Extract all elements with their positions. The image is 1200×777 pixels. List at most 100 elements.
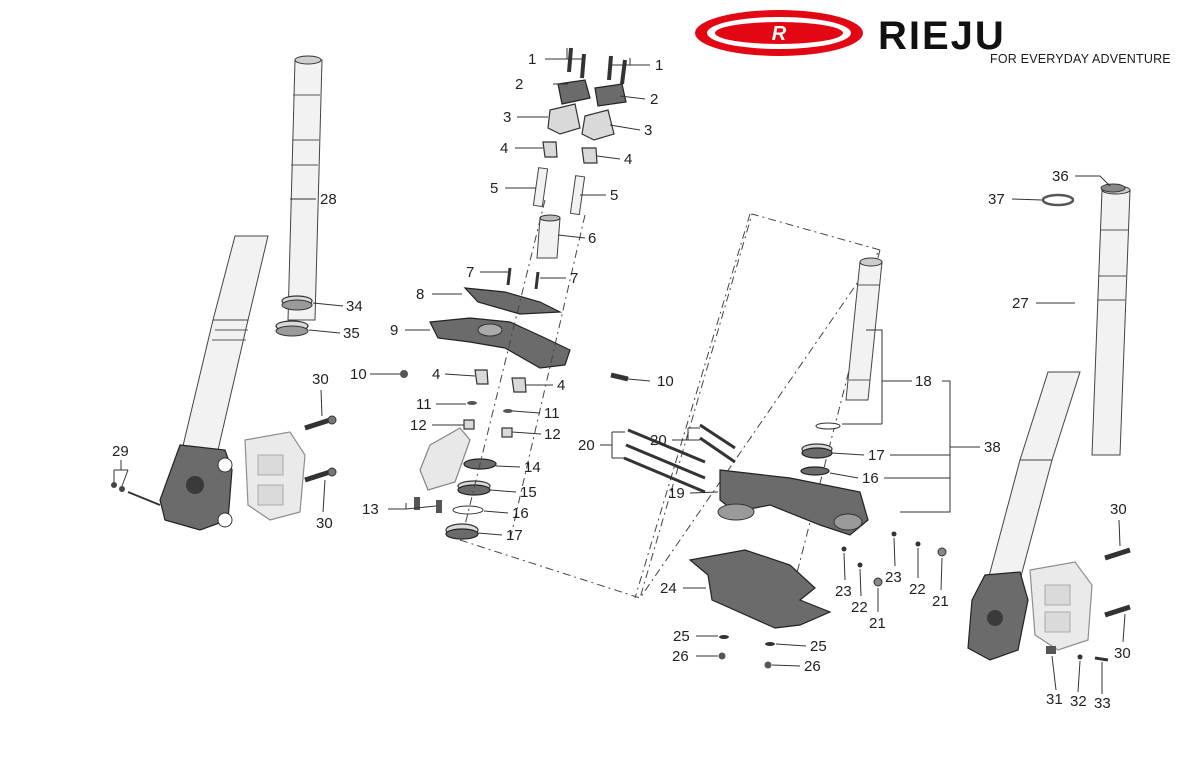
callout-13: 13 bbox=[362, 501, 379, 518]
callout-11: 11 bbox=[416, 396, 432, 413]
washers-23 bbox=[841, 531, 897, 552]
bleeder-31-32-33 bbox=[1046, 646, 1109, 662]
callout-30: 30 bbox=[312, 371, 329, 388]
o-ring-37 bbox=[1041, 193, 1075, 207]
seal-16-center bbox=[452, 505, 484, 515]
caliper-bolt-upper-left bbox=[304, 415, 337, 431]
upper-plate-8 bbox=[463, 287, 563, 315]
brand-tagline: FOR EVERYDAY ADVENTURE bbox=[990, 52, 1171, 66]
screws-7 bbox=[506, 267, 540, 290]
callout-3: 3 bbox=[503, 109, 511, 126]
callout-9: 9 bbox=[390, 322, 398, 339]
fork-seal-35 bbox=[275, 320, 309, 337]
right-brake-caliper bbox=[1029, 561, 1093, 651]
pins-5 bbox=[532, 167, 586, 216]
bushings-4-top bbox=[542, 141, 598, 164]
bearing-15 bbox=[457, 480, 491, 496]
lower-bracket-24 bbox=[688, 549, 832, 629]
handlebar-clamps-2 bbox=[557, 79, 627, 107]
bushings-4-lower bbox=[474, 369, 527, 393]
callout-7: 7 bbox=[570, 270, 578, 287]
leader-lines bbox=[113, 48, 1126, 694]
callout-4: 4 bbox=[500, 140, 508, 157]
callout-22: 22 bbox=[909, 581, 926, 598]
callout-21: 21 bbox=[869, 615, 886, 632]
callout-30: 30 bbox=[1114, 645, 1131, 662]
callout-8: 8 bbox=[416, 286, 424, 303]
stem-sleeve-6 bbox=[536, 214, 561, 259]
callout-4: 4 bbox=[557, 377, 565, 394]
callout-5: 5 bbox=[610, 187, 618, 204]
fork-cap-36 bbox=[1100, 183, 1126, 193]
washers-22 bbox=[857, 541, 921, 568]
callout-35: 35 bbox=[343, 325, 360, 342]
callout-4: 4 bbox=[432, 366, 440, 383]
callout-21: 21 bbox=[932, 593, 949, 610]
callout-22: 22 bbox=[851, 599, 868, 616]
steering-stem-18 bbox=[815, 257, 883, 430]
callout-12: 12 bbox=[544, 426, 561, 443]
callout-28: 28 bbox=[320, 191, 337, 208]
callout-labels: 1 1 2 2 3 3 4 4 5 5 6 7 7 8 9 10 10 4 4 … bbox=[112, 51, 1131, 712]
lower-triple-clamp-19 bbox=[717, 469, 869, 536]
bolts-26 bbox=[718, 652, 772, 669]
spacers-12 bbox=[463, 419, 513, 438]
callout-26: 26 bbox=[804, 658, 821, 675]
callout-20: 20 bbox=[650, 432, 667, 449]
axle-pinch-bolt-29 bbox=[111, 482, 161, 506]
assembly-guides bbox=[459, 199, 881, 601]
logo-letter: R bbox=[772, 23, 787, 45]
callout-27: 27 bbox=[1012, 295, 1029, 312]
callout-4: 4 bbox=[624, 151, 632, 168]
callout-34: 34 bbox=[346, 298, 363, 315]
callout-15: 15 bbox=[520, 484, 537, 501]
callout-24: 24 bbox=[660, 580, 677, 597]
callout-1: 1 bbox=[655, 57, 663, 74]
callout-18: 18 bbox=[915, 373, 932, 390]
callout-25: 25 bbox=[810, 638, 827, 655]
bearing-17-center bbox=[445, 523, 479, 540]
left-brake-caliper bbox=[244, 431, 306, 521]
callout-31: 31 bbox=[1046, 691, 1063, 708]
brand-name: RIEJU bbox=[878, 14, 1006, 58]
callout-26: 26 bbox=[672, 648, 689, 665]
callout-12: 12 bbox=[410, 417, 427, 434]
callout-36: 36 bbox=[1052, 168, 1069, 185]
callout-30: 30 bbox=[316, 515, 333, 532]
bearing-17-right bbox=[801, 443, 833, 459]
bolts-13 bbox=[414, 497, 442, 513]
callout-16: 16 bbox=[862, 470, 879, 487]
callout-32: 32 bbox=[1070, 693, 1087, 710]
bolts-20 bbox=[623, 423, 736, 494]
bolts-10 bbox=[400, 370, 629, 382]
fork-seal-34 bbox=[281, 295, 313, 311]
handlebar-risers-3 bbox=[547, 103, 615, 141]
callout-7: 7 bbox=[466, 264, 474, 281]
callout-3: 3 bbox=[644, 122, 652, 139]
caliper-bolts-right bbox=[1104, 547, 1131, 618]
callout-11: 11 bbox=[544, 405, 560, 422]
callout-17: 17 bbox=[868, 447, 885, 464]
upper-triple-clamp-9 bbox=[429, 317, 571, 369]
steering-damper bbox=[419, 427, 471, 491]
right-fork-leg bbox=[967, 185, 1131, 661]
callout-33: 33 bbox=[1094, 695, 1111, 712]
callout-5: 5 bbox=[490, 180, 498, 197]
caliper-bolt-lower-left bbox=[304, 467, 337, 483]
left-fork-leg bbox=[159, 55, 323, 531]
callout-20: 20 bbox=[578, 437, 595, 454]
callout-14: 14 bbox=[524, 459, 541, 476]
callout-19: 19 bbox=[668, 485, 685, 502]
callout-38: 38 bbox=[984, 439, 1001, 456]
seal-16-right bbox=[800, 466, 830, 476]
nuts-21 bbox=[873, 547, 947, 587]
callout-30: 30 bbox=[1110, 501, 1127, 518]
callout-23: 23 bbox=[885, 569, 902, 586]
bolts-1 bbox=[567, 47, 627, 85]
callout-2: 2 bbox=[650, 91, 658, 108]
callout-2: 2 bbox=[515, 76, 523, 93]
callout-25: 25 bbox=[673, 628, 690, 645]
callout-1: 1 bbox=[528, 51, 536, 68]
clips-11 bbox=[467, 401, 513, 413]
